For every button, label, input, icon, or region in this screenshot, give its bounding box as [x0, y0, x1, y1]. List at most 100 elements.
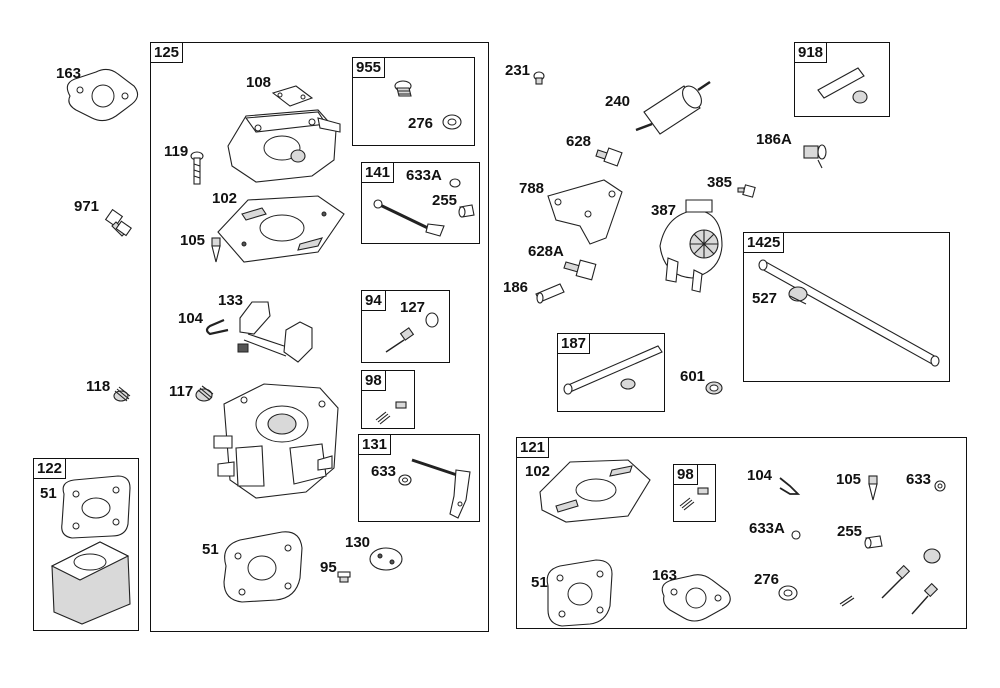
- part-633-seal-131: [398, 474, 412, 486]
- label-601: 601: [680, 368, 706, 385]
- part-108-gasket: [271, 85, 314, 107]
- part-98-spring-screw-right: [679, 487, 709, 511]
- kit-box-131: 131: [358, 434, 480, 522]
- part-633A-seal-121: [791, 530, 801, 540]
- part-104-clip-121: [779, 477, 801, 495]
- part-240-fuel-filter: [635, 80, 711, 135]
- part-51-gasket-center: [223, 531, 303, 603]
- part-carburetor-cover: [227, 109, 341, 183]
- label-186A: 186A: [756, 131, 792, 148]
- kit-box-1425: 1425: [743, 232, 950, 382]
- label-108: 108: [246, 74, 272, 91]
- kit-box-122: 122: [33, 458, 139, 631]
- part-98-spring-screw-left: [375, 401, 407, 425]
- part-122-spacer-block: [50, 541, 131, 625]
- part-255-bushing-top: [458, 204, 475, 218]
- part-385-fitting: [737, 184, 756, 198]
- part-186-fitting: [535, 283, 565, 304]
- kit-box-141: 141: [361, 162, 480, 244]
- kit-box-94: 94: [361, 290, 450, 363]
- part-955-fitting: [394, 80, 412, 97]
- label-119: 119: [164, 143, 189, 160]
- label-105-kit125: 105: [180, 232, 206, 249]
- label-788: 788: [519, 180, 545, 197]
- part-163-gasket-121: [661, 574, 731, 622]
- label-117: 117: [169, 383, 194, 400]
- part-105-needle-121: [868, 475, 878, 501]
- part-255-bushing-121: [864, 535, 883, 549]
- part-187-hose: [563, 345, 663, 395]
- label-102-kit121: 102: [525, 463, 551, 480]
- label-628: 628: [566, 133, 592, 150]
- kit-number-125: 125: [150, 42, 184, 63]
- part-121-adjust-screws: [839, 548, 941, 615]
- kit-number-98-right: 98: [673, 464, 698, 485]
- label-633-kit121: 633: [906, 471, 932, 488]
- part-51-gasket-121: [546, 559, 613, 627]
- part-788-bracket: [547, 179, 623, 245]
- part-971-bolt: [104, 208, 132, 237]
- label-231: 231: [505, 62, 531, 79]
- label-633-kit131: 633: [371, 463, 397, 480]
- label-971: 971: [74, 198, 100, 215]
- label-51-kit121: 51: [531, 574, 548, 591]
- kit-box-125: 125: [150, 42, 489, 632]
- part-527-clamp: [788, 286, 808, 305]
- kit-number-1425: 1425: [743, 232, 785, 253]
- part-187-clamp: [620, 378, 636, 390]
- label-104-kit121: 104: [747, 467, 773, 484]
- part-276-washer-top: [442, 114, 462, 130]
- part-130-disc: [369, 547, 403, 571]
- label-186: 186: [503, 279, 529, 296]
- part-51-gasket-122: [61, 475, 131, 539]
- label-118: 118: [86, 378, 111, 395]
- label-104-kit125: 104: [178, 310, 204, 327]
- part-387-fuel-pump: [659, 199, 723, 293]
- label-633A-kit121: 633A: [749, 520, 785, 537]
- part-633A-seal-top: [449, 178, 461, 188]
- label-628A: 628A: [528, 243, 564, 260]
- kit-number-955: 955: [352, 57, 386, 78]
- label-385: 385: [707, 174, 733, 191]
- kit-number-918: 918: [794, 42, 828, 63]
- kit-number-122: 122: [33, 458, 67, 479]
- kit-number-94: 94: [361, 290, 386, 311]
- label-163-left: 163: [56, 65, 82, 82]
- part-105-needle: [211, 237, 221, 263]
- label-276-kit121: 276: [754, 571, 780, 588]
- part-163-gasket-left: [66, 68, 139, 122]
- label-105-kit121: 105: [836, 471, 862, 488]
- kit-number-98-left: 98: [361, 370, 386, 391]
- label-240: 240: [605, 93, 631, 110]
- kit-box-121: 121: [516, 437, 967, 629]
- label-255-kit141: 255: [432, 192, 458, 209]
- part-102-gasket-plate-121: [539, 459, 651, 523]
- label-527: 527: [752, 290, 778, 307]
- part-1425-fuel-line: [758, 259, 940, 367]
- part-119-screw: [190, 151, 204, 185]
- part-131-throttle-shaft: [411, 458, 471, 519]
- part-186A-fitting: [803, 144, 827, 169]
- kit-box-918: 918: [794, 42, 890, 117]
- part-102-gasket-plate: [217, 195, 345, 263]
- part-104-clip: [205, 318, 229, 336]
- label-255-kit121: 255: [837, 523, 863, 540]
- part-141-shaft: [373, 199, 445, 237]
- part-601-clamp: [705, 381, 723, 395]
- part-231-fitting: [533, 71, 545, 85]
- kit-number-131: 131: [358, 434, 392, 455]
- label-163-kit121: 163: [652, 567, 678, 584]
- label-51-kit125: 51: [202, 541, 219, 558]
- kit-box-98-left: 98: [361, 370, 415, 429]
- label-387: 387: [651, 202, 677, 219]
- part-117-jet: [195, 385, 214, 402]
- part-918-hose-clamp: [817, 67, 868, 104]
- part-628A-bolt: [563, 259, 597, 281]
- label-133: 133: [218, 292, 244, 309]
- part-carburetor-body: [213, 383, 339, 499]
- part-633-seal-121: [934, 480, 946, 492]
- kit-box-187: 187: [557, 333, 665, 412]
- part-276-washer-121: [778, 585, 798, 601]
- label-130: 130: [345, 534, 371, 551]
